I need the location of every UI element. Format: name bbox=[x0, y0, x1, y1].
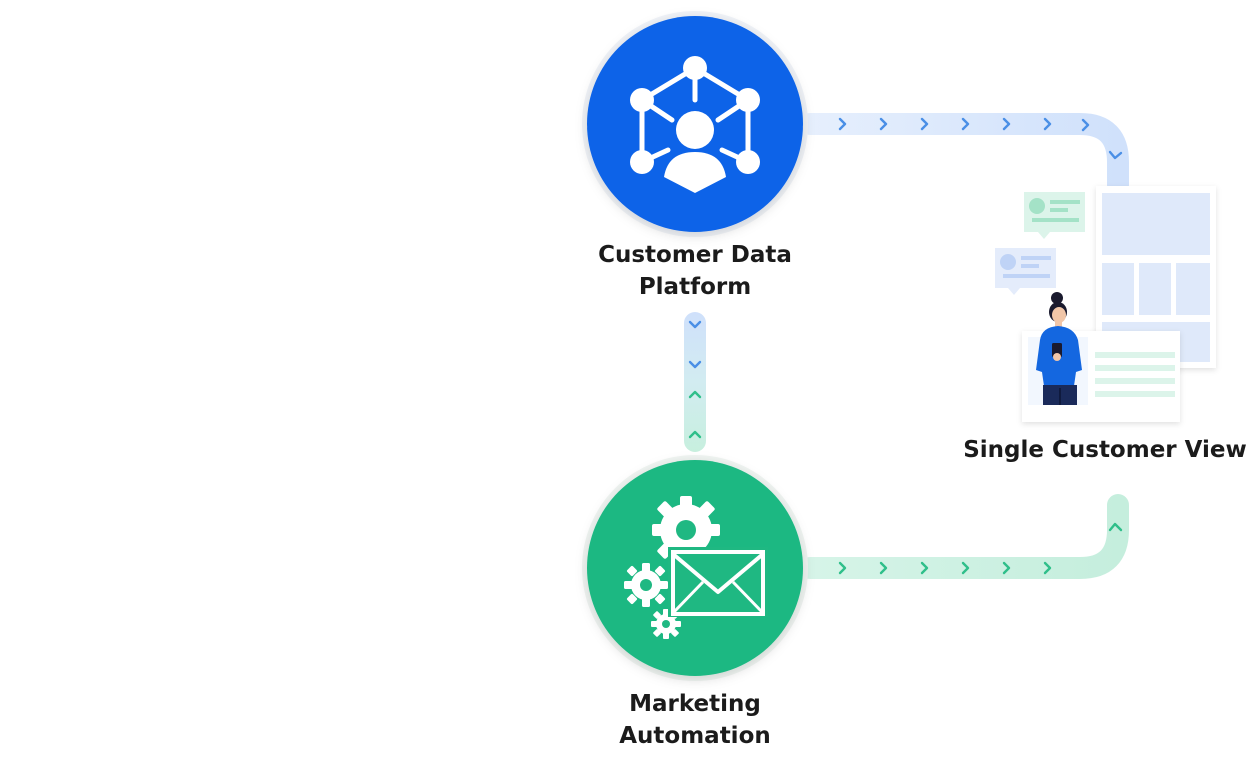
scv-title-text: Single Customer View bbox=[963, 437, 1247, 463]
person-with-phone-dashboard-icon bbox=[995, 186, 1216, 422]
chevrons-vertical bbox=[688, 320, 702, 439]
chevrons-bottom bbox=[838, 522, 1123, 575]
flow-path-bottom bbox=[799, 494, 1129, 579]
gears-envelope-icon bbox=[624, 496, 768, 639]
cdp-title: Customer Data Platform bbox=[555, 239, 835, 303]
ma-node bbox=[582, 455, 808, 681]
cdp-title-line1: Customer Data bbox=[598, 242, 792, 268]
ma-title: Marketing Automation bbox=[555, 688, 835, 752]
flow-path-top bbox=[799, 113, 1129, 196]
scv-title: Single Customer View bbox=[955, 434, 1255, 466]
chevrons-top bbox=[838, 117, 1123, 160]
cdp-title-line2: Platform bbox=[638, 274, 752, 300]
ma-title-line1: Marketing bbox=[629, 691, 761, 717]
ma-title-line2: Automation bbox=[619, 723, 771, 749]
cdp-node bbox=[582, 11, 808, 237]
flow-path-vertical bbox=[684, 312, 706, 452]
